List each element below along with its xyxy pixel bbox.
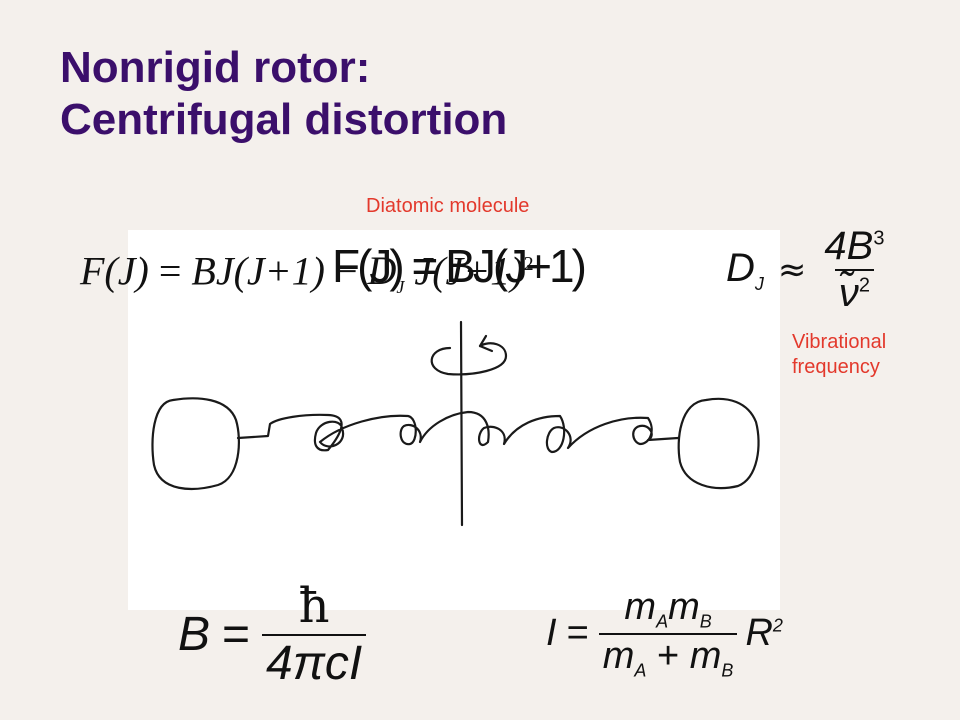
inertia-numerator: mAmB xyxy=(624,586,712,632)
inertia-r-squared: R2 xyxy=(745,612,783,655)
inertia-denominator: mA + mB xyxy=(598,632,738,682)
energy-equals: = xyxy=(158,248,182,294)
energy-minus: − xyxy=(334,248,358,294)
rotation-arrow xyxy=(430,342,508,376)
energy-square: 2 xyxy=(523,253,534,275)
b-equation: B = ħ 4πcI xyxy=(178,578,367,691)
dj-denominator: ν̃2 xyxy=(834,269,874,316)
b-lhs: B xyxy=(178,608,211,661)
dj-lhs: DJ xyxy=(726,245,764,294)
inertia-equals: = xyxy=(566,612,589,655)
left-atom xyxy=(151,397,241,490)
b-equals: = xyxy=(222,608,251,661)
dj-numerator: 4B3 xyxy=(824,224,885,268)
rotation-axis xyxy=(459,320,464,527)
molecule-sketch xyxy=(151,320,760,527)
vibrational-frequency-label: Vibrational frequency xyxy=(792,331,887,378)
right-atom xyxy=(677,397,760,490)
b-numerator: ħ xyxy=(298,578,330,634)
spring-bond xyxy=(236,410,680,454)
inertia-equation: I = mAmB mA + mB R2 xyxy=(546,586,783,681)
energy-term2-paren: (J+1) xyxy=(432,248,524,294)
diatomic-label: Diatomic molecule xyxy=(366,195,530,217)
title-line-1: Nonrigid rotor: xyxy=(60,43,371,92)
slide-title: Nonrigid rotor: Centrifugal distortion xyxy=(60,42,507,146)
b-fraction: ħ 4πcI xyxy=(262,578,367,691)
energy-term2-core: J xyxy=(414,248,433,294)
energy-equation-overlay: F(J) = BJ(J+1) xyxy=(332,240,587,292)
inertia-lhs: I xyxy=(546,612,557,655)
dj-equation: DJ ≈ 4B3 ν̃2 xyxy=(726,224,888,316)
energy-lhs: F(J) xyxy=(80,248,149,294)
inertia-fraction: mAmB mA + mB xyxy=(598,586,738,682)
dj-approx: ≈ xyxy=(777,250,807,290)
energy-term1: BJ(J+1) xyxy=(191,248,325,294)
title-line-2: Centrifugal distortion xyxy=(60,95,508,144)
rotation-arrowhead xyxy=(478,334,494,353)
dj-fraction: 4B3 ν̃2 xyxy=(820,224,888,316)
energy-equation: F(J) = BJ(J+1) − DJ J(J+1)2 xyxy=(80,236,534,315)
b-denominator: 4πcI xyxy=(262,634,367,691)
energy-coef: DJ xyxy=(367,248,405,298)
hand-drawing-panel xyxy=(128,230,780,610)
